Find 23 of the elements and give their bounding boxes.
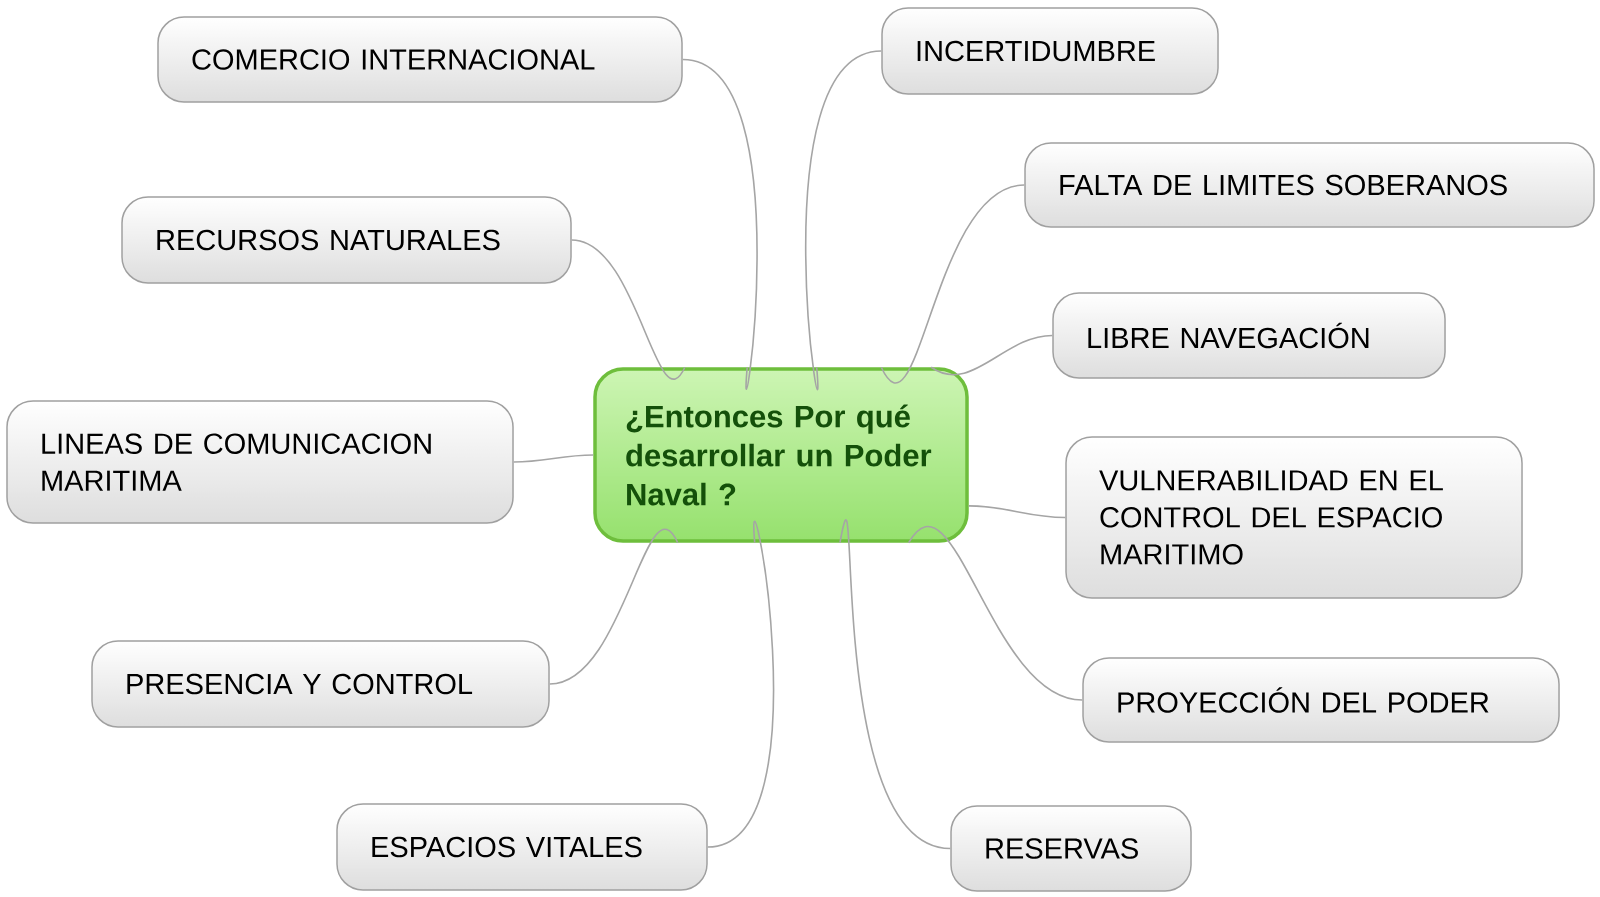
topic-box: ESPACIOS VITALES — [336, 803, 708, 891]
topic-box: INCERTIDUMBRE — [881, 7, 1219, 95]
topic-box: PROYECCIÓN DEL PODER — [1082, 657, 1560, 743]
connector-line — [880, 184, 1026, 383]
topic-box: FALTA DE LIMITES SOBERANOS — [1024, 142, 1595, 228]
topic-box: COMERCIO INTERNACIONAL — [157, 16, 683, 103]
topic-box: VULNERABILIDAD EN EL CONTROL DEL ESPACIO MARITIMO — [1065, 436, 1523, 599]
topic-box: LINEAS DE COMUNICACION MARITIMA — [6, 400, 514, 524]
topic-box: RESERVAS — [950, 805, 1192, 892]
connector-line — [570, 239, 686, 380]
connector-line — [967, 505, 1067, 519]
connector-line — [804, 50, 883, 389]
topic-box: PRESENCIA Y CONTROL — [91, 640, 550, 728]
connector-line — [839, 521, 952, 850]
topic-box: LIBRE NAVEGACIÓN — [1052, 292, 1446, 379]
connector-line — [706, 522, 775, 848]
topic-box: ¿Entonces Por qué desarrollar un Poder Naval ? — [593, 367, 969, 543]
connector-line — [907, 526, 1084, 701]
topic-box: RECURSOS NATURALES — [121, 196, 572, 284]
connector-line — [930, 334, 1054, 376]
connector-line — [548, 528, 679, 685]
connector-line — [681, 58, 758, 388]
connector-line — [512, 454, 595, 463]
